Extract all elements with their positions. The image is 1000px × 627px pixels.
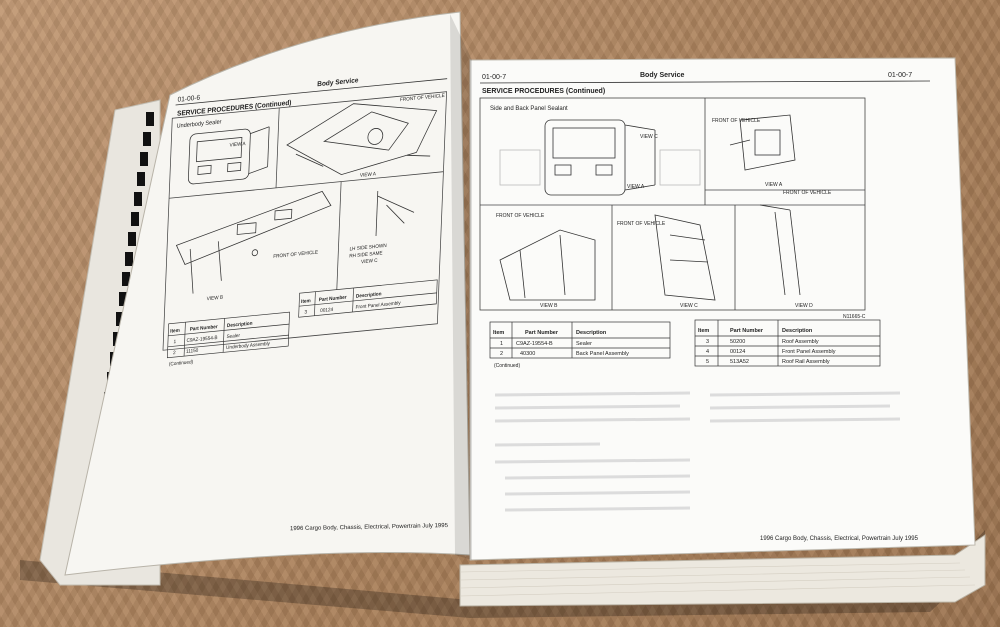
rtable-b-header-part: Part Number (730, 328, 764, 334)
rtable-b-r2-desc: Front Panel Assembly (782, 349, 836, 355)
left-header-title: Body Service (317, 77, 359, 88)
right-view-c-callout: VIEW C (640, 134, 658, 140)
table-a-r2-desc: Underbody Assembly (226, 341, 271, 351)
left-page (64, 11, 471, 576)
rtable-b-r3-item: 5 (706, 359, 709, 365)
right-view-b-drawing (499, 229, 596, 301)
view-c-drawing (375, 190, 415, 237)
front-of-vehicle-label-1: FRONT OF VEHICLE (712, 118, 761, 124)
left-footer-group: 1996 Cargo Body, Chassis, Electrical, Po… (290, 523, 449, 532)
right-parts-table-b: Item Part Number Description 3 50200 Roo… (694, 319, 881, 367)
front-of-vehicle-label-b: FRONT OF VEHICLE (273, 249, 319, 260)
left-diagram-frame (162, 91, 448, 351)
right-view-c-drawing (654, 214, 716, 301)
left-footer: 1996 Cargo Body, Chassis, Electrical, Po… (290, 523, 449, 532)
right-page-content: 01-00-7 Body Service 01-00-7 SERVICE PRO… (479, 72, 931, 542)
right-subsection: Side and Back Panel Sealant (490, 106, 568, 112)
left-parts-table-a: Item Part Number Description 1 C9AZ-1955… (166, 311, 290, 359)
gutter-shadow (450, 14, 472, 560)
right-view-a-drawing (729, 114, 796, 171)
rtable-b-header-desc: Description (782, 328, 813, 334)
right-footer: 1996 Cargo Body, Chassis, Electrical, Po… (760, 536, 919, 542)
right-truck-cab-drawing (499, 119, 701, 196)
rtable-b-r1-part: 50200 (730, 339, 745, 345)
front-of-vehicle-label-a: FRONT OF VEHICLE (400, 93, 446, 104)
bleed-through-text (494, 391, 901, 512)
right-view-c-label: VIEW C (680, 303, 698, 309)
rtable-a-r2-item: 2 (500, 351, 503, 357)
right-page (469, 57, 976, 561)
right-page-stack (459, 534, 986, 607)
table-a-r2-item: 2 (173, 350, 176, 356)
rtable-a-r1-item: 1 (500, 341, 503, 347)
table-b-header-item: Item (301, 298, 311, 305)
rtable-b-r2-item: 4 (706, 349, 709, 355)
front-of-vehicle-label-3: FRONT OF VEHICLE (617, 221, 666, 227)
rtable-b-r1-desc: Roof Assembly (782, 339, 819, 345)
lh-side-label: LH SIDE SHOWN (349, 243, 387, 253)
table-a-r1-desc: Sealer (226, 333, 240, 341)
right-view-d-label: VIEW D (795, 303, 813, 309)
right-page-number-right: 01-00-7 (888, 72, 912, 79)
rtable-b-r1-item: 3 (706, 339, 709, 345)
rtable-b-r3-desc: Roof Rail Assembly (782, 359, 830, 365)
table-b-header-desc: Description (356, 291, 382, 300)
right-view-a-label: VIEW A (765, 182, 783, 188)
view-b-label: VIEW B (207, 294, 223, 302)
left-parts-table-b: Item Part Number Description 3 00124 Fro… (298, 279, 438, 318)
table-b-r1-desc: Front Panel Assembly (355, 300, 401, 311)
left-continued: (Continued) (169, 359, 194, 368)
table-b-r1-item: 3 (304, 309, 307, 315)
right-view-d-drawing (759, 204, 801, 296)
truck-cab-drawing (188, 126, 270, 185)
right-parts-table-a: Item Part Number Description 1 C9AZ-1955… (489, 321, 671, 359)
rh-side-label: RH SIDE SAME (349, 250, 383, 259)
callout-view-a-label: VIEW A (229, 141, 246, 149)
rtable-a-r1-desc: Sealer (576, 341, 592, 347)
front-of-vehicle-label-2: FRONT OF VEHICLE (496, 213, 545, 219)
figure-id: N11665-C (843, 314, 866, 320)
table-a-header-part: Part Number (190, 324, 218, 333)
right-header-title: Body Service (640, 72, 684, 79)
rtable-b-r3-part: 513A52 (730, 359, 749, 365)
underbody-view-b-drawing (175, 190, 332, 294)
right-view-b-label: VIEW B (540, 303, 558, 309)
rtable-b-r2-part: 00124 (730, 349, 745, 355)
view-c-label: VIEW C (361, 258, 378, 266)
front-of-vehicle-label-4: FRONT OF VEHICLE (783, 190, 832, 196)
table-a-r1-part: C9AZ-19554-B (186, 335, 217, 344)
rtable-b-header-item: Item (698, 328, 709, 334)
right-continued: (Continued) (494, 363, 520, 369)
left-page-number: 01-00-6 (177, 94, 200, 103)
rtable-a-header-item: Item (493, 330, 504, 336)
left-page-content: 01-00-6 Body Service SERVICE PROCEDURES … (162, 77, 448, 368)
right-diagram-frame (479, 97, 866, 311)
table-a-header-desc: Description (227, 321, 253, 330)
right-section-title: SERVICE PROCEDURES (Continued) (482, 88, 605, 95)
rtable-a-header-desc: Description (576, 330, 607, 336)
view-a-label: VIEW A (360, 171, 377, 179)
table-b-header-part: Part Number (319, 294, 347, 303)
rtable-a-r2-desc: Back Panel Assembly (576, 351, 629, 357)
left-subsection: Underbody Sealer (176, 119, 221, 130)
rtable-a-r1-part: C9AZ-19554-B (516, 341, 553, 347)
table-a-r1-item: 1 (173, 339, 176, 345)
right-page-number-left: 01-00-7 (482, 74, 506, 81)
rtable-a-r2-part: 40300 (520, 351, 535, 357)
table-b-r1-part: 00124 (320, 307, 333, 314)
rtable-a-header-part: Part Number (525, 330, 559, 336)
floor-pan-drawing (286, 103, 438, 176)
table-a-header-item: Item (170, 328, 180, 335)
right-view-a-callout: VIEW A (627, 184, 645, 190)
table-a-r2-part: 11150 (186, 348, 199, 355)
